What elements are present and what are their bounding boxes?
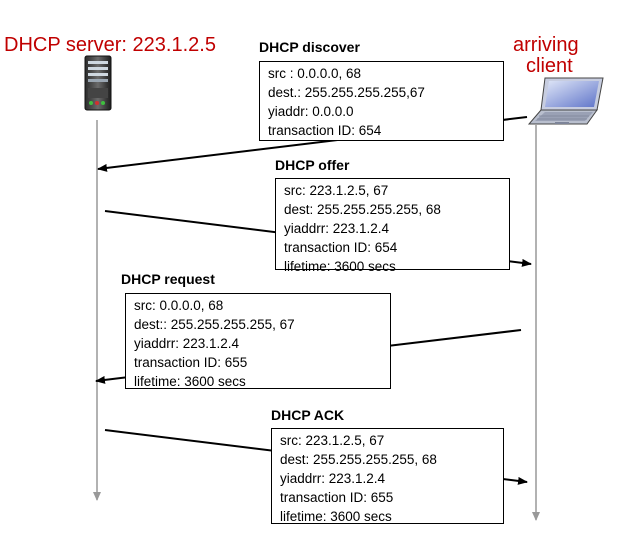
ack-line: yiaddrr: 223.1.2.4	[280, 471, 386, 486]
discover-line: transaction ID: 654	[268, 123, 382, 138]
ack-line: dest: 255.255.255.255, 68	[280, 452, 437, 467]
request-line: yiaddrr: 223.1.2.4	[134, 336, 240, 351]
offer-line: dest: 255.255.255.255, 68	[284, 202, 441, 217]
discover-box: src : 0.0.0.0, 68 dest.: 255.255.255.255…	[259, 61, 504, 141]
discover-line: src : 0.0.0.0, 68	[268, 66, 362, 81]
ack-line: transaction ID: 655	[280, 490, 394, 505]
ack-line: lifetime: 3600 secs	[280, 509, 392, 524]
discover-line: dest.: 255.255.255.255,67	[268, 85, 425, 100]
offer-title: DHCP offer	[275, 157, 350, 173]
laptop-icon	[527, 76, 607, 128]
ack-line: src: 223.1.2.5, 67	[280, 433, 385, 448]
request-line: transaction ID: 655	[134, 355, 248, 370]
discover-line: yiaddr: 0.0.0.0	[268, 104, 354, 119]
client-label-line2: client	[526, 55, 573, 77]
request-box: src: 0.0.0.0, 68 dest:: 255.255.255.255,…	[125, 293, 391, 389]
ack-title: DHCP ACK	[271, 407, 345, 423]
client-label-line1: arriving	[513, 34, 579, 56]
request-line: dest:: 255.255.255.255, 67	[134, 317, 295, 332]
offer-line: transaction ID: 654	[284, 240, 398, 255]
offer-line: src: 223.1.2.5, 67	[284, 183, 389, 198]
ack-box: src: 223.1.2.5, 67 dest: 255.255.255.255…	[271, 428, 504, 524]
request-line: src: 0.0.0.0, 68	[134, 298, 224, 313]
discover-title: DHCP discover	[259, 39, 360, 55]
server-label: DHCP server: 223.1.2.5	[4, 34, 216, 56]
offer-box: src: 223.1.2.5, 67 dest: 255.255.255.255…	[275, 178, 510, 274]
request-line: lifetime: 3600 secs	[134, 374, 246, 389]
request-title: DHCP request	[121, 271, 215, 287]
server-icon	[82, 55, 114, 111]
offer-line: yiaddrr: 223.1.2.4	[284, 221, 390, 236]
offer-line: lifetime: 3600 secs	[284, 259, 396, 274]
